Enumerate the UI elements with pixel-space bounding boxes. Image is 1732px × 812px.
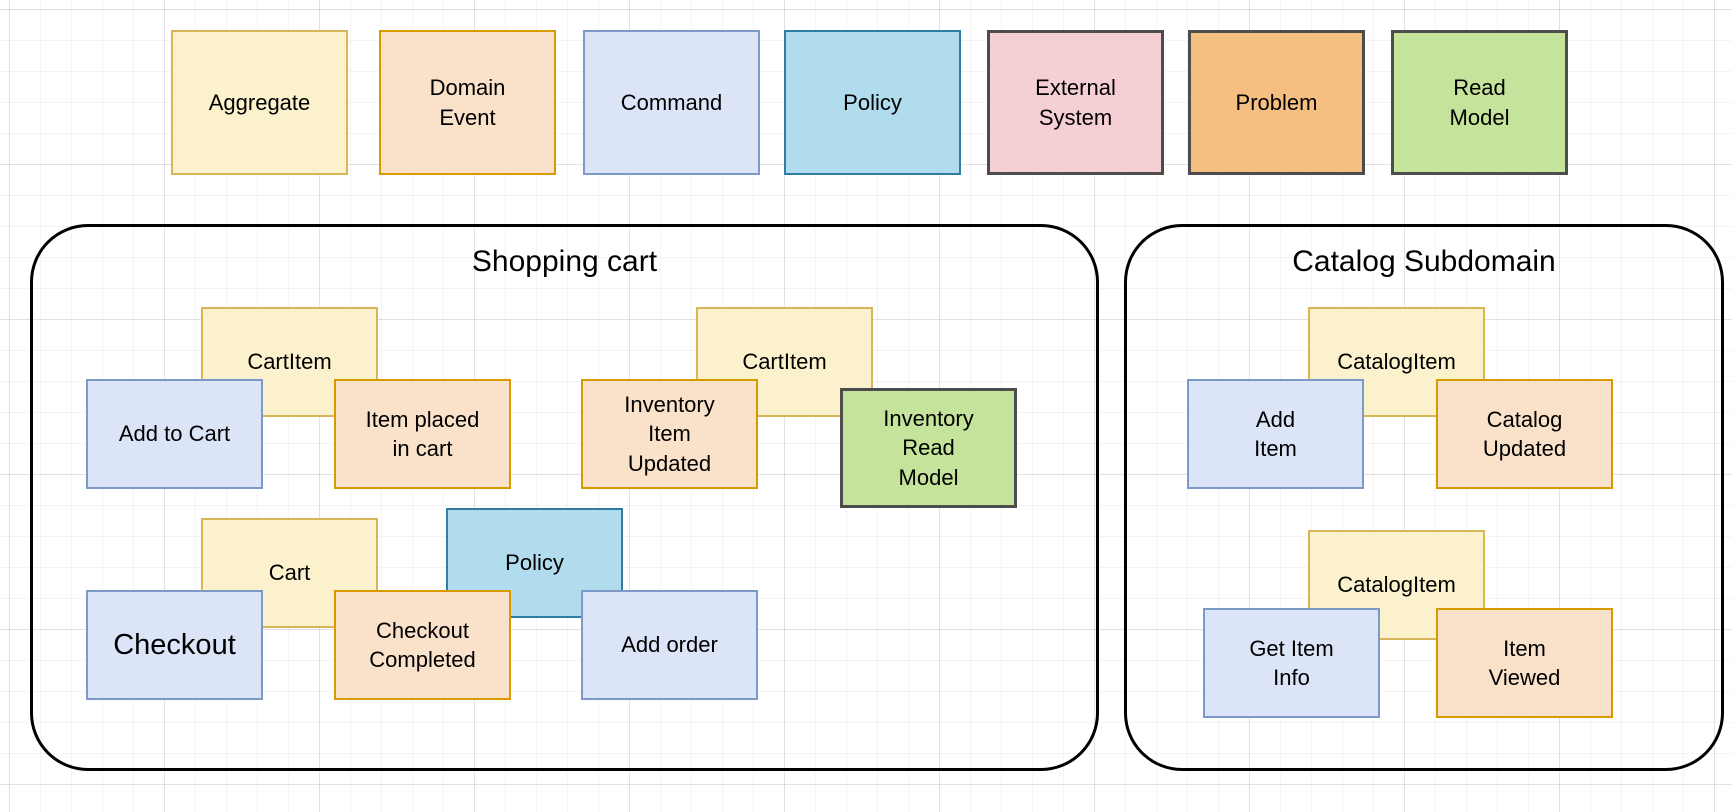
legend-item-readmodel[interactable]: Read Model [1391, 30, 1568, 175]
legend-item-problem[interactable]: Problem [1188, 30, 1365, 175]
note-inventory-read-model[interactable]: Inventory Read Model [840, 388, 1017, 508]
note-checkout[interactable]: Checkout [86, 590, 263, 700]
subdomain-container-catalog-subdomain[interactable] [1124, 224, 1724, 771]
legend-item-external[interactable]: External System [987, 30, 1164, 175]
note-get-item-info[interactable]: Get Item Info [1203, 608, 1380, 718]
subdomain-container-shopping-cart[interactable] [30, 224, 1099, 771]
subdomain-title-catalog-subdomain: Catalog Subdomain [1292, 245, 1556, 278]
legend-item-command[interactable]: Command [583, 30, 760, 175]
legend-item-aggregate[interactable]: Aggregate [171, 30, 348, 175]
note-add-order[interactable]: Add order [581, 590, 758, 700]
note-inventory-item-updated[interactable]: Inventory Item Updated [581, 379, 758, 489]
note-item-placed-in-cart[interactable]: Item placed in cart [334, 379, 511, 489]
subdomain-title-shopping-cart: Shopping cart [471, 245, 658, 278]
legend-item-event[interactable]: Domain Event [379, 30, 556, 175]
note-item-viewed[interactable]: Item Viewed [1436, 608, 1613, 718]
note-add-item[interactable]: Add Item [1187, 379, 1364, 489]
note-add-to-cart[interactable]: Add to Cart [86, 379, 263, 489]
note-cartitem[interactable]: CartItem [696, 307, 873, 417]
note-checkout-completed[interactable]: Checkout Completed [334, 590, 511, 700]
note-catalog-updated[interactable]: Catalog Updated [1436, 379, 1613, 489]
legend-item-policy[interactable]: Policy [784, 30, 961, 175]
